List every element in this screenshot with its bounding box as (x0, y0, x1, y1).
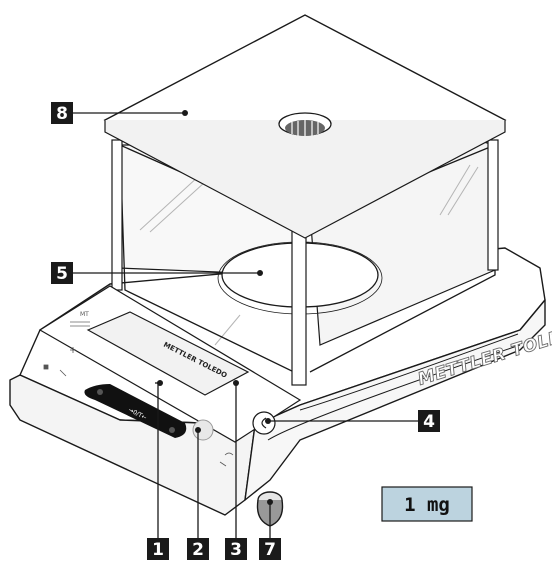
callout-3: 3 (225, 538, 247, 560)
svg-text:3: 3 (230, 540, 242, 560)
svg-text:1: 1 (152, 540, 164, 560)
callout-2: 2 (187, 538, 209, 560)
leader-lines (72, 112, 418, 540)
callout-5: 5 (51, 262, 73, 284)
callout-1: 1 (147, 538, 169, 560)
callout-4: 4 (418, 410, 440, 432)
svg-text:2: 2 (192, 540, 204, 560)
logo-mark: MT (80, 311, 89, 318)
panel-symbols (43, 347, 234, 467)
tare-key[interactable] (84, 384, 187, 438)
svg-text:7: 7 (264, 540, 276, 560)
draft-shield (103, 14, 507, 386)
readability-label: 1 mg (381, 486, 473, 522)
display (86, 311, 250, 396)
leader-dots (157, 110, 273, 505)
svg-text:4: 4 (423, 412, 435, 432)
level-indicator (252, 411, 276, 435)
svg-text:5: 5 (56, 264, 68, 284)
callout-8: 8 (51, 102, 73, 124)
callout-7: 7 (259, 538, 281, 560)
svg-text:8: 8 (56, 104, 68, 124)
lid-opening (278, 112, 332, 136)
svg-text:1 mg: 1 mg (404, 494, 450, 516)
control-panel: →0/T← METTLER TOLEDO MT (38, 285, 302, 467)
